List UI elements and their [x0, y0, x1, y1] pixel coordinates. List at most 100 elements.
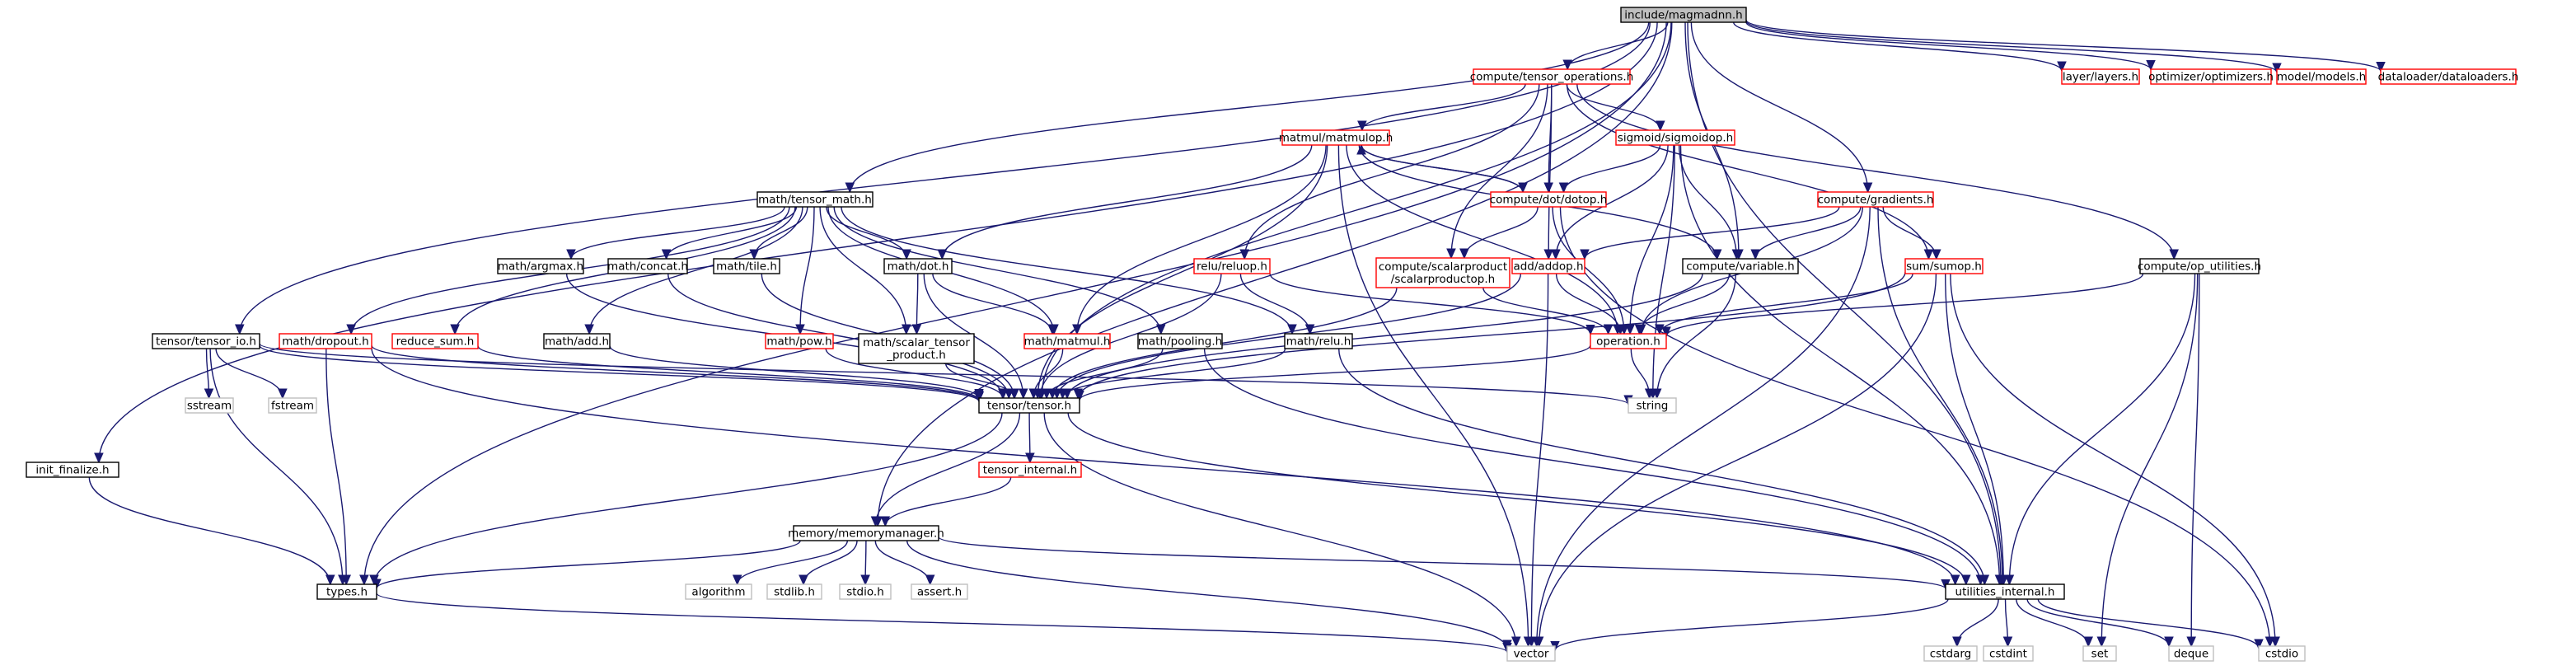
node-box-assert — [911, 583, 968, 600]
edge-tensor_ops-to-scalarproductop — [1451, 83, 1548, 258]
node-cstdint: cstdint — [1983, 645, 2034, 662]
node-tensor[interactable]: tensor/tensor.h — [978, 397, 1080, 414]
node-box-tensor_ops — [1473, 68, 1631, 85]
node-box-cstdint — [1983, 645, 2034, 662]
node-operation[interactable]: operation.h — [1590, 333, 1667, 349]
node-magmadnn[interactable]: include/magmadnn.h — [1620, 7, 1747, 23]
node-label-dataloaders: dataloader/dataloaders.h — [2378, 71, 2519, 84]
edge-matmulop-to-mathmatmul — [1077, 144, 1327, 334]
edge-matmulop-to-mathdot — [942, 144, 1313, 259]
node-label-matmulop: matmul/matmulop.h — [1279, 132, 1393, 145]
node-models[interactable]: model/models.h — [2276, 68, 2367, 85]
node-types[interactable]: types.h — [316, 583, 377, 600]
node-tensor_ops[interactable]: compute/tensor_operations.h — [1470, 68, 1634, 85]
node-label-layers: layer/layers.h — [2063, 71, 2138, 84]
node-mathadd[interactable]: math/add.h — [543, 333, 611, 349]
edge-tensor-to-tensor_internal — [1029, 412, 1030, 462]
node-reluop[interactable]: relu/reluop.h — [1193, 258, 1271, 274]
node-box-relu — [1284, 333, 1353, 349]
node-pooling[interactable]: math/pooling.h — [1137, 333, 1223, 349]
node-box-string — [1628, 397, 1677, 414]
edge-tensor_math-to-concat — [667, 206, 798, 259]
edge-magmadnn-to-models — [1745, 20, 2277, 72]
node-tile[interactable]: math/tile.h — [713, 258, 780, 274]
node-label-fstream: fstream — [271, 400, 314, 413]
edge-op_utilities-to-utilities_internal — [2009, 273, 2196, 584]
node-label-reluop: relu/reluop.h — [1197, 260, 1267, 274]
node-box-reluop — [1193, 258, 1271, 274]
node-box-layers — [2061, 68, 2140, 85]
edge-tensor_math-to-pooling — [833, 206, 1161, 334]
edge-pooling-to-tensor — [1047, 348, 1164, 398]
edge-magmadnn-to-layers — [1733, 21, 2062, 71]
edge-dotop-to-operation — [1552, 206, 1624, 334]
node-mathdot[interactable]: math/dot.h — [883, 258, 953, 274]
node-tensor_io[interactable]: tensor/tensor_io.h — [152, 333, 260, 349]
node-label-set: set — [2091, 648, 2109, 661]
node-cstdio: cstdio — [2258, 645, 2306, 662]
edge-tensor_math-to-argmax — [571, 206, 785, 259]
node-label-magmadnn: include/magmadnn.h — [1624, 9, 1742, 22]
edge-tensor_io-to-sstream — [207, 348, 209, 398]
node-mathmatmul[interactable]: math/matmul.h — [1023, 333, 1111, 349]
node-scalar_tensor_product[interactable]: math/scalar_tensor_product.h — [858, 333, 975, 364]
node-relu[interactable]: math/relu.h — [1284, 333, 1353, 349]
node-label-dotop: compute/dot/dotop.h — [1490, 194, 1608, 207]
node-utilities_internal[interactable]: utilities_internal.h — [1945, 583, 2065, 600]
edge-operation-to-tensor — [1080, 344, 1591, 401]
edge-sigmoidop-to-dotop — [1564, 144, 1661, 192]
node-tensor_internal[interactable]: tensor_internal.h — [978, 462, 1082, 478]
edge-tensor_internal-to-memorymanager — [885, 476, 1012, 526]
node-label-scalarproductop-line1: compute/scalarproduct — [1379, 260, 1507, 274]
node-scalarproductop[interactable]: compute/scalarproduct/scalarproductop.h — [1375, 257, 1510, 288]
node-label-addop: add/addop.h — [1513, 260, 1583, 274]
edge-sumop-to-vector — [1539, 273, 1937, 646]
edge-mathdot-to-mathmatmul — [932, 273, 1052, 334]
node-label-mathmatmul: math/matmul.h — [1024, 335, 1111, 349]
edge-tensor_math-to-pow — [800, 206, 815, 334]
edge-memorymanager-to-types — [377, 540, 801, 588]
node-label-assert: assert.h — [917, 586, 962, 599]
node-memorymanager[interactable]: memory/memorymanager.h — [788, 525, 944, 541]
edge-reduce_sum-to-tensor — [477, 345, 979, 401]
node-sumop[interactable]: sum/sumop.h — [1904, 258, 1984, 274]
node-layers[interactable]: layer/layers.h — [2061, 68, 2140, 85]
node-op_utilities[interactable]: compute/op_utilities.h — [2138, 258, 2261, 274]
node-gradients[interactable]: compute/gradients.h — [1817, 191, 1934, 208]
node-matmulop[interactable]: matmul/matmulop.h — [1279, 129, 1393, 146]
node-label-scalarproductop-line2: /scalarproductop.h — [1391, 273, 1495, 286]
node-addop[interactable]: add/addop.h — [1511, 258, 1585, 274]
node-set: set — [2082, 645, 2117, 662]
edge-sumop-to-utilities_internal — [1945, 273, 2004, 584]
edge-tensor-to-vector — [1043, 412, 1516, 646]
node-box-argmax — [497, 258, 584, 274]
node-reduce_sum[interactable]: reduce_sum.h — [391, 333, 479, 349]
node-box-set — [2082, 645, 2117, 662]
node-box-pow — [765, 333, 834, 349]
node-sigmoidop[interactable]: sigmoid/sigmoidop.h — [1615, 129, 1735, 146]
node-init_finalize[interactable]: init_finalize.h — [26, 462, 119, 478]
edge-tensor_math-to-mathdot — [826, 206, 906, 259]
node-box-stdlib — [766, 583, 822, 600]
node-box-tensor — [978, 397, 1080, 414]
edge-tensor_math-to-mathadd — [589, 206, 803, 334]
node-box-tensor_internal — [978, 462, 1082, 478]
node-dataloaders[interactable]: dataloader/dataloaders.h — [2378, 68, 2519, 85]
node-pow[interactable]: math/pow.h — [765, 333, 834, 349]
edge-reluop-to-operation — [1269, 273, 1590, 335]
node-argmax[interactable]: math/argmax.h — [497, 258, 584, 274]
node-variable[interactable]: compute/variable.h — [1682, 258, 1799, 274]
edge-operation-to-string — [1630, 348, 1649, 398]
node-dropout[interactable]: math/dropout.h — [279, 333, 372, 349]
edge-gradients-to-sumop — [1882, 206, 1937, 259]
node-label-gradients: compute/gradients.h — [1818, 194, 1934, 207]
edge-sigmoidop-to-utilities_internal — [1679, 144, 2000, 584]
edge-tensor_ops-to-op_utilities — [1576, 83, 2174, 259]
node-concat[interactable]: math/concat.h — [607, 258, 688, 274]
node-tensor_math[interactable]: math/tensor_math.h — [756, 191, 873, 208]
node-dotop[interactable]: compute/dot/dotop.h — [1490, 191, 1608, 208]
node-box-optimizers — [2150, 68, 2272, 85]
node-label-operation: operation.h — [1596, 335, 1660, 349]
node-label-cstdarg: cstdarg — [1930, 648, 1971, 661]
node-optimizers[interactable]: optimizer/optimizers.h — [2148, 68, 2274, 85]
